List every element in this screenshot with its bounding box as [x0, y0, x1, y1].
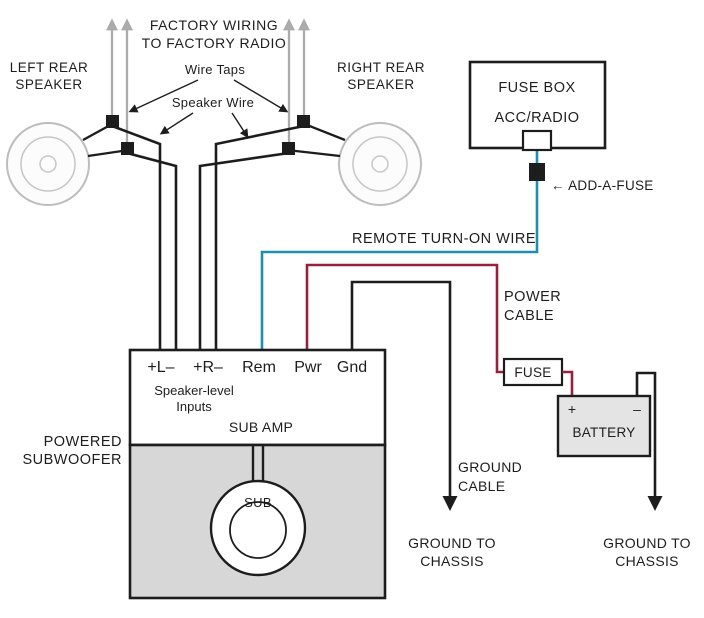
- wire-taps-arrow-right: [233, 79, 289, 113]
- right-speaker-lead-2: [286, 148, 341, 158]
- speaker-wire-left-2: [126, 151, 178, 351]
- sub-amp-box: [128, 348, 387, 447]
- ground-cable-label-line1: GROUND: [458, 459, 522, 475]
- power-cable-to-battery: [562, 370, 574, 396]
- wire-tap-left-1: [106, 115, 119, 128]
- amp-input-remote: Rem: [242, 359, 276, 376]
- ground-cable-label-line2: CABLE: [458, 478, 505, 494]
- wire-tap-right-2: [282, 142, 295, 155]
- inline-fuse: [502, 357, 564, 387]
- fuse-box-label: FUSE BOX: [498, 80, 575, 96]
- right-rear-speaker: [338, 122, 422, 206]
- power-cable-wire: [305, 263, 504, 374]
- battery-minus-terminal: –: [633, 401, 641, 417]
- speaker-level-inputs-line1: Speaker-level: [154, 383, 234, 398]
- battery-ground-chassis-line1: GROUND TO: [603, 535, 691, 551]
- right-speaker-label-line1: RIGHT REAR: [337, 60, 425, 75]
- powered-subwoofer-label-line1: POWERED: [44, 434, 122, 450]
- add-a-fuse-label: ← ADD-A-FUSE: [551, 178, 654, 193]
- speaker-wire-right-2: [198, 151, 290, 351]
- right-speaker-center: [371, 155, 389, 173]
- speaker-wire-label: Speaker Wire: [172, 95, 254, 110]
- amp-input-ground: Gnd: [337, 359, 367, 376]
- right-speaker-mid-ring: [352, 136, 408, 192]
- battery-plus-terminal: +: [568, 401, 576, 417]
- sub-label: SUB: [244, 495, 272, 510]
- wire-taps-arrow-left: [128, 79, 199, 113]
- factory-wiring-label-line2: TO FACTORY RADIO: [142, 35, 287, 51]
- amp-ground-chassis-line2: CHASSIS: [420, 553, 484, 569]
- acc-radio-slot: [521, 129, 553, 152]
- remote-turn-on-wire: [260, 150, 539, 351]
- battery-label: BATTERY: [572, 425, 635, 440]
- acc-radio-label: ACC/RADIO: [494, 110, 579, 126]
- inline-fuse-label: FUSE: [514, 365, 551, 380]
- left-speaker-label-line1: LEFT REAR: [10, 60, 89, 75]
- powered-subwoofer-label-line2: SUBWOOFER: [22, 452, 122, 468]
- left-speaker-center: [39, 155, 57, 173]
- right-speaker-outer-ring: [338, 122, 422, 206]
- amp-input-right: +R–: [193, 359, 223, 376]
- battery-ground-chassis-line2: CHASSIS: [615, 553, 679, 569]
- amp-ground-wire: [350, 280, 458, 511]
- wire-tap-right-1: [297, 115, 310, 128]
- wire-taps-label: Wire Taps: [185, 62, 245, 77]
- speaker-wire-left-1: [111, 124, 162, 351]
- speaker-level-inputs-line2: Inputs: [176, 399, 212, 414]
- sub-driver-inner: [229, 501, 287, 559]
- power-cable-label-line1: POWER: [504, 289, 561, 305]
- speaker-wire-arrow-left: [159, 112, 194, 135]
- factory-wiring-label-line1: FACTORY WIRING: [150, 17, 278, 33]
- amp-ground-chassis-line1: GROUND TO: [408, 535, 496, 551]
- right-speaker-label-line2: SPEAKER: [347, 77, 414, 92]
- left-speaker-mid-ring: [20, 136, 76, 192]
- battery-ground-wire: [635, 371, 663, 511]
- left-speaker-outer-ring: [6, 122, 90, 206]
- add-a-fuse-holder: [529, 163, 545, 181]
- amp-input-left: +L–: [147, 359, 174, 376]
- wire-tap-left-2: [121, 142, 134, 155]
- remote-turn-on-wire-label: REMOTE TURN-ON WIRE: [352, 231, 536, 247]
- amp-input-power: Pwr: [294, 359, 322, 376]
- left-speaker-label-line2: SPEAKER: [15, 77, 82, 92]
- battery: [556, 394, 652, 458]
- speaker-wire-arrow-right: [231, 112, 249, 139]
- sub-amp-label: SUB AMP: [229, 419, 293, 435]
- power-cable-label-line2: CABLE: [504, 308, 554, 324]
- left-rear-speaker: [6, 122, 90, 206]
- speaker-wire-right-1: [214, 124, 305, 351]
